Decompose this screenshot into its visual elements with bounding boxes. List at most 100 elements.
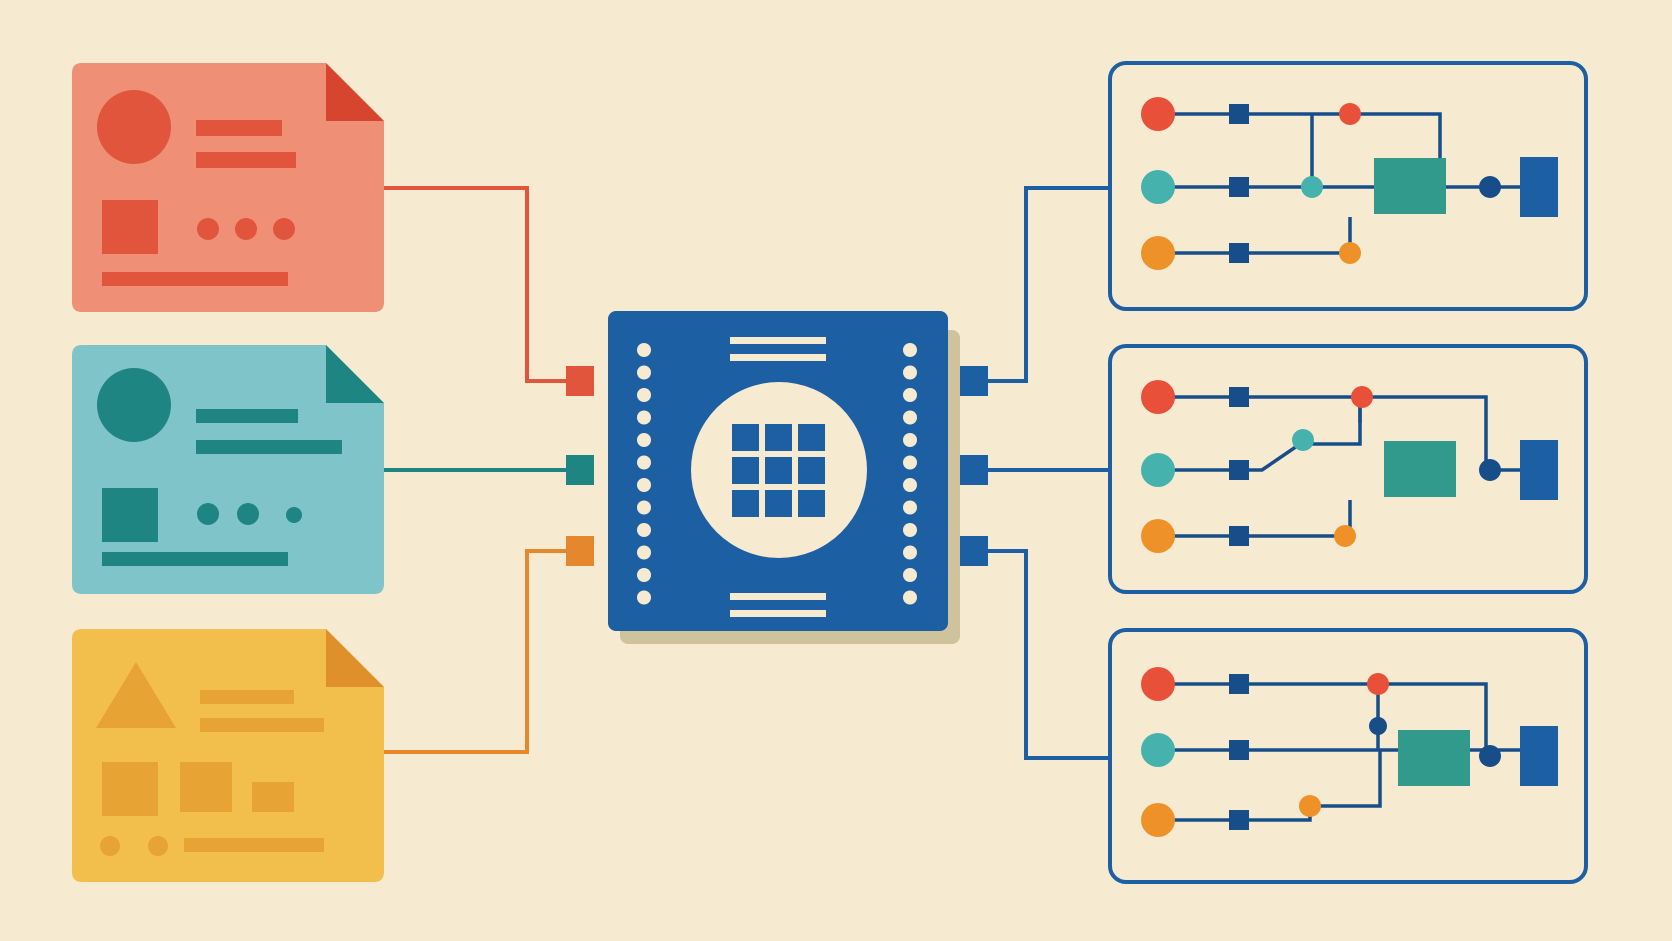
input-ports bbox=[566, 366, 594, 566]
chip-dot bbox=[637, 455, 651, 470]
wire-out-1 bbox=[986, 186, 1110, 383]
square-icon bbox=[252, 782, 294, 812]
document-teal bbox=[72, 345, 384, 594]
text-line bbox=[200, 718, 324, 732]
dot-icon bbox=[235, 218, 257, 240]
grid-cell bbox=[765, 424, 792, 451]
chip-dot bbox=[903, 545, 917, 560]
chip-dot bbox=[637, 343, 651, 357]
document-red bbox=[72, 63, 384, 312]
port-out-2 bbox=[960, 455, 988, 485]
chip-label-line bbox=[730, 354, 826, 361]
circuit-panel-frame bbox=[1108, 61, 1588, 311]
port-teal bbox=[566, 455, 594, 485]
text-line bbox=[196, 120, 282, 136]
grid-cell bbox=[732, 490, 759, 517]
chip-dot-rows bbox=[637, 343, 917, 605]
square-icon bbox=[102, 200, 158, 254]
circuit-panel-2 bbox=[1108, 344, 1588, 594]
text-line bbox=[102, 552, 288, 566]
source-node-orange bbox=[1141, 519, 1175, 553]
wire-orange bbox=[384, 549, 570, 754]
text-line bbox=[196, 409, 298, 423]
junction-node bbox=[1301, 176, 1323, 198]
triangle-icon bbox=[96, 662, 176, 728]
resistor-icon bbox=[1229, 177, 1249, 197]
grid-cell bbox=[798, 424, 825, 451]
chip-label-line bbox=[730, 593, 826, 600]
chip-dot bbox=[903, 478, 917, 492]
chip-dot bbox=[903, 388, 917, 402]
chip-label-line bbox=[730, 610, 826, 617]
chip-dot bbox=[903, 433, 917, 447]
circuit-wire bbox=[1158, 500, 1352, 538]
grid-cell bbox=[798, 457, 825, 484]
source-node-orange bbox=[1141, 236, 1175, 270]
chip-dot bbox=[637, 365, 651, 380]
square-icon bbox=[102, 488, 158, 542]
port-out-1 bbox=[960, 366, 988, 396]
chip-dot bbox=[637, 410, 651, 425]
output-junction-node bbox=[1479, 176, 1501, 198]
chip-dot bbox=[637, 433, 651, 447]
grid-cell bbox=[798, 490, 825, 517]
chip-dot bbox=[637, 500, 651, 515]
circuit-wire bbox=[1158, 397, 1362, 472]
junction-node bbox=[1339, 242, 1361, 264]
dot-icon bbox=[100, 836, 120, 856]
resistor-icon bbox=[1229, 810, 1249, 830]
output-terminal-block bbox=[1520, 440, 1558, 500]
grid-cell bbox=[765, 457, 792, 484]
dot-icon bbox=[197, 218, 219, 240]
processor-block bbox=[1384, 441, 1456, 497]
square-icon bbox=[102, 762, 158, 816]
text-line bbox=[196, 152, 296, 168]
dot-icon bbox=[273, 218, 295, 240]
processor-block bbox=[1398, 730, 1470, 786]
resistor-icon bbox=[1229, 243, 1249, 263]
grid-cell bbox=[732, 457, 759, 484]
source-node-teal bbox=[1141, 170, 1175, 204]
grid-cell bbox=[732, 424, 759, 451]
circuit-wire bbox=[1158, 750, 1382, 822]
circuit-wire bbox=[1158, 217, 1352, 255]
circle-icon bbox=[97, 368, 171, 442]
output-wires bbox=[986, 186, 1110, 760]
text-line bbox=[184, 838, 324, 852]
resistor-icon bbox=[1229, 104, 1249, 124]
document-yellow-fold-icon bbox=[326, 629, 384, 687]
circle-icon bbox=[97, 90, 171, 164]
chip-dot bbox=[903, 568, 917, 582]
source-node-orange bbox=[1141, 803, 1175, 837]
chip-dot bbox=[637, 478, 651, 492]
circuit-panel-frame bbox=[1108, 344, 1588, 594]
chip-dot bbox=[637, 545, 651, 560]
grid-icon bbox=[732, 424, 825, 517]
dot-icon bbox=[237, 503, 259, 525]
chip-dot bbox=[903, 523, 917, 537]
circuit-panel-frame bbox=[1108, 628, 1588, 884]
dot-icon bbox=[197, 503, 219, 525]
port-out-3 bbox=[960, 536, 988, 566]
document-yellow bbox=[72, 629, 384, 882]
document-teal-fold-icon bbox=[326, 345, 384, 403]
port-red bbox=[566, 366, 594, 396]
wire-out-3 bbox=[986, 549, 1110, 760]
chip-dot bbox=[903, 500, 917, 515]
text-line bbox=[200, 690, 294, 704]
junction-node bbox=[1292, 429, 1314, 451]
output-ports bbox=[960, 366, 988, 566]
source-node-red bbox=[1141, 667, 1175, 701]
chip-dot bbox=[903, 590, 917, 605]
output-terminal-block bbox=[1520, 726, 1558, 786]
junction-node bbox=[1351, 386, 1373, 408]
chip-dot bbox=[903, 343, 917, 357]
input-wires bbox=[384, 186, 570, 754]
chip-dot bbox=[637, 523, 651, 537]
circuit-wire bbox=[1158, 682, 1488, 750]
resistor-icon bbox=[1229, 740, 1249, 760]
chip-dot bbox=[637, 590, 651, 605]
chip-dot bbox=[903, 410, 917, 425]
